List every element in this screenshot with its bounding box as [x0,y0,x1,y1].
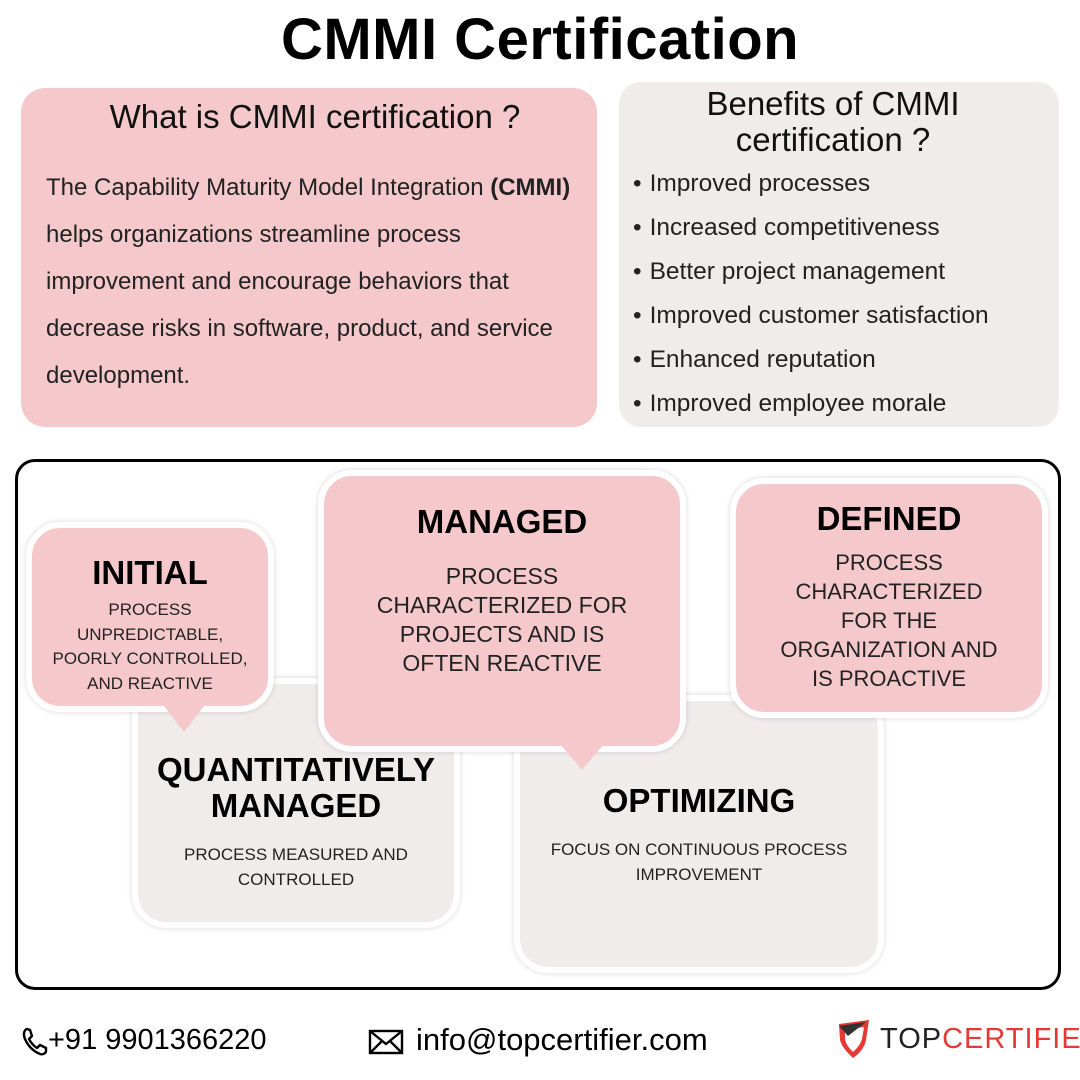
what-is-description: The Capability Maturity Model Integratio… [46,164,586,399]
contact-email[interactable]: info@topcertifier.com [368,1022,708,1058]
logo-word-top: TOP [880,1022,943,1055]
mail-icon [368,1027,404,1055]
maturity-levels-frame [15,459,1061,990]
shield-logo-icon [836,1018,872,1060]
level-desc-managed: PROCESS CHARACTERIZED FOR PROJECTS AND I… [376,563,628,676]
level-card-initial: INITIAL PROCESS UNPREDICTABLE, POORLY CO… [26,522,274,712]
level-desc-initial: PROCESS UNPREDICTABLE, POORLY CONTROLLED… [52,600,248,693]
level-title-optimizing: OPTIMIZING [602,782,796,819]
benefits-heading-line1: Benefits of CMMI [706,85,960,122]
level-card-managed: MANAGED PROCESS CHARACTERIZED FOR PROJEC… [318,470,686,752]
benefit-item: Better project management [633,254,989,298]
level-title-managed: MANAGED [416,503,588,540]
level-desc-defined: PROCESS CHARACTERIZED FOR THE ORGANIZATI… [780,550,998,691]
email-address: info@topcertifier.com [416,1022,708,1057]
benefits-list: Improved processes Increased competitive… [633,166,989,430]
what-text-rest: helps organizations streamline process i… [46,221,553,389]
pointer-initial-down [164,706,204,732]
level-card-quantitatively-managed: QUANTITATIVELY MANAGED PROCESS MEASURED … [132,678,460,928]
what-is-heading: What is CMMI certification ? [109,98,521,135]
pointer-managed-down [560,744,604,770]
level-card-defined: DEFINED PROCESS CHARACTERIZED FOR THE OR… [730,478,1048,718]
level-title-defined: DEFINED [816,500,962,537]
contact-phone[interactable]: +91 9901366220 [22,1024,267,1057]
benefit-item: Increased competitiveness [633,210,989,254]
page-title: CMMI Certification [280,7,800,72]
logo-word-certifier: CERTIFIER [942,1022,1080,1055]
phone-number: +91 9901366220 [48,1024,267,1056]
logo-wordmark: TOPCERTIFIER [880,1023,1080,1056]
phone-icon [22,1026,48,1056]
level-desc-optimizing: FOCUS ON CONTINUOUS PROCESS IMPROVEMENT [550,840,848,884]
benefits-heading: Benefits of CMMI certification ? [619,86,1047,158]
benefit-item: Improved employee morale [633,386,989,430]
benefits-heading-line2: certification ? [735,121,931,158]
benefit-item: Enhanced reputation [633,342,989,386]
level-title-initial: INITIAL [92,554,208,591]
topcertifier-logo: TOPCERTIFIER [836,1018,1080,1060]
what-is-panel [21,88,597,427]
benefit-item: Improved customer satisfaction [633,298,989,342]
level-title-quantitatively-managed: QUANTITATIVELY MANAGED [156,751,436,824]
level-desc-quantitatively-managed: PROCESS MEASURED AND CONTROLLED [184,845,408,889]
what-text-acronym: (CMMI) [490,174,571,201]
benefit-item: Improved processes [633,166,989,210]
what-text-start: The Capability Maturity Model Integratio… [46,174,491,201]
